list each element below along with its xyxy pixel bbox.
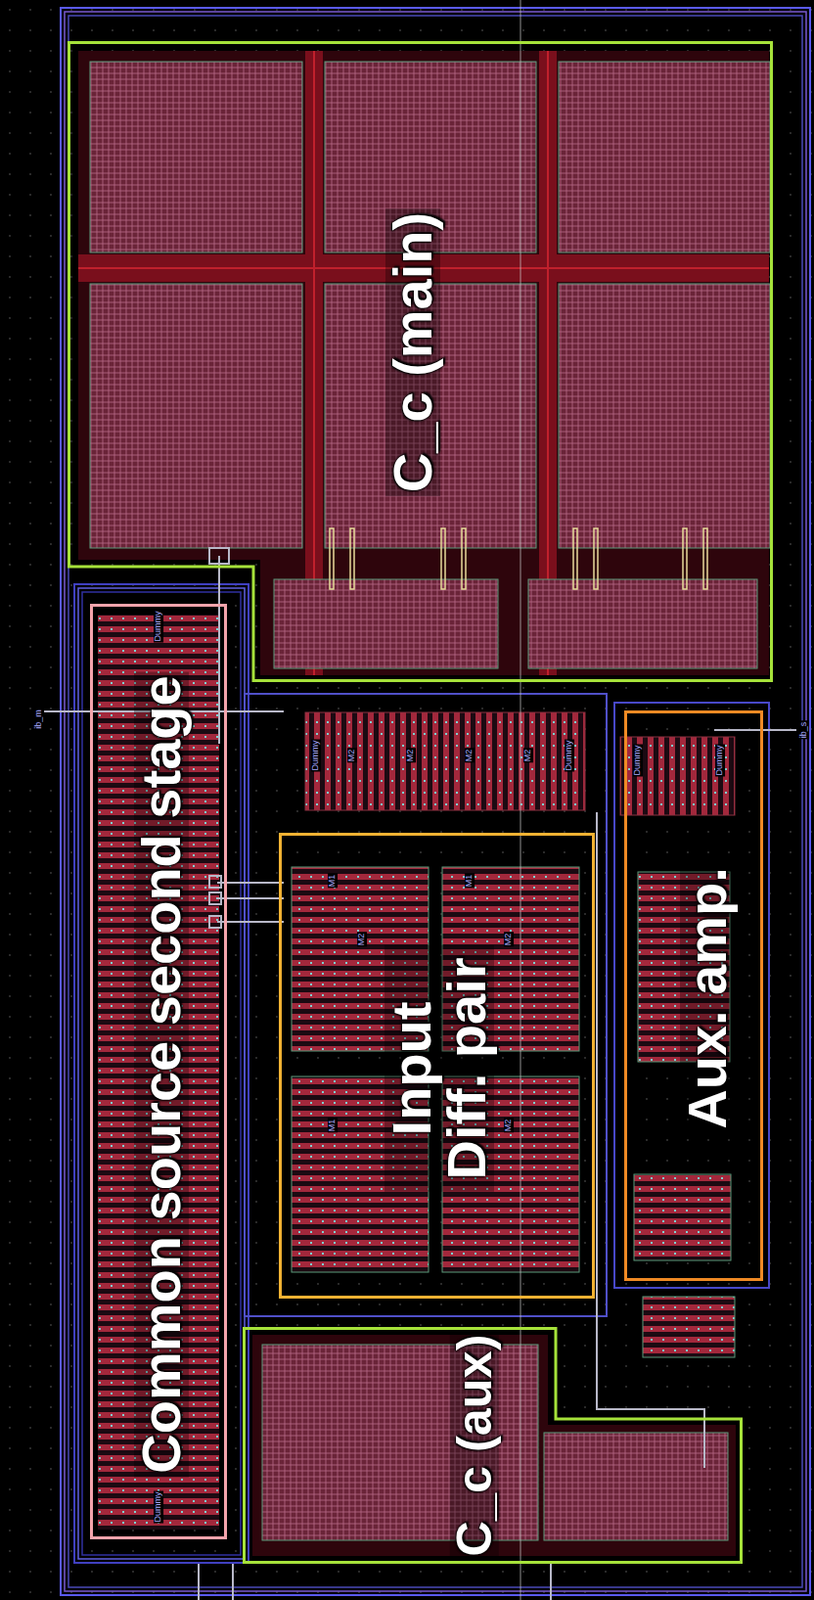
layout-label: M2 [464, 748, 475, 764]
cap-cells [90, 61, 770, 669]
wire [217, 882, 284, 922]
annotation-region: C_c (main) [67, 41, 773, 682]
routing [43, 547, 797, 1600]
cap-bus-line [78, 50, 769, 676]
layout-label: M1 [464, 873, 475, 889]
region-title: C_c (aux) [450, 1330, 499, 1561]
via [209, 892, 222, 905]
via [209, 547, 229, 564]
layout-label: Dummy [715, 744, 725, 777]
cap-ground [78, 50, 769, 560]
guard-ring [64, 11, 807, 1591]
annotation-region: Input Diff. pair [278, 832, 595, 1299]
guard-ring [614, 702, 769, 1288]
guard-ring [244, 693, 607, 1316]
region-title: Input Diff. pair [384, 945, 495, 1192]
input-stage-devices [244, 693, 607, 1316]
via [329, 528, 334, 589]
layout-label: M2 [347, 748, 358, 764]
region-outline-shape [69, 43, 772, 681]
via [682, 528, 687, 589]
transistor-block [620, 736, 735, 815]
via [573, 528, 578, 589]
layout-label: M2 [357, 932, 367, 948]
annotation-region: Aux. amp. [624, 710, 764, 1281]
layout-label: ib_s [799, 721, 810, 740]
annotation-region: C_c (aux) [242, 1326, 743, 1564]
wire [218, 555, 221, 744]
cap-cell [90, 61, 303, 253]
layout-label: M1 [327, 873, 338, 889]
wire [714, 728, 797, 731]
cap-cell [90, 283, 303, 548]
second-stage-device [74, 584, 249, 1563]
guard-ring [74, 584, 249, 1563]
cap-ground [252, 1334, 548, 1556]
layout-label: Dummy [564, 739, 575, 772]
region-title: C_c (main) [385, 208, 441, 497]
annotation-region: Common source second stage [90, 603, 227, 1539]
layout-label: M1 [327, 1118, 338, 1133]
layout-label: Dummy [153, 610, 164, 643]
region-title: Common source second stage [134, 671, 189, 1477]
via [209, 915, 222, 928]
cap-vias [329, 528, 708, 589]
mirror-array [305, 712, 586, 811]
via [703, 528, 708, 589]
transistor-fingers [97, 614, 220, 1530]
cap-ground [260, 559, 769, 676]
cap-cell [558, 283, 770, 548]
layout-label: Dummy [311, 739, 321, 772]
via [593, 528, 598, 589]
layout-label: M2 [503, 1118, 514, 1133]
guard-rings [60, 7, 811, 1595]
transistor-block [642, 1296, 735, 1357]
guard-ring [68, 15, 803, 1587]
aux-amp-devices [614, 702, 769, 1357]
cursor-line [520, 0, 522, 1600]
guard-ring [60, 7, 811, 1595]
cap-cell [273, 579, 498, 669]
layout-label: Dummy [153, 1491, 164, 1524]
cap-cell [543, 1432, 728, 1540]
via [461, 528, 466, 589]
via [350, 528, 355, 589]
via [441, 528, 446, 589]
guard-ring [82, 591, 241, 1555]
layout-label: M2 [503, 932, 514, 948]
via [209, 875, 222, 888]
transistor-block [633, 1174, 731, 1261]
main-capacitor-array [78, 50, 770, 676]
pin-wire [198, 1563, 551, 1600]
cap-cell [558, 61, 770, 253]
region-outline-shape [244, 1328, 742, 1563]
layout-label: Dummy [633, 744, 643, 777]
layout-label: M2 [406, 748, 416, 764]
region-title: Aux. amp. [679, 862, 735, 1133]
layout-label: M2 [523, 748, 534, 764]
layout-label: ib_m [34, 708, 45, 730]
cap-cell [528, 579, 758, 669]
